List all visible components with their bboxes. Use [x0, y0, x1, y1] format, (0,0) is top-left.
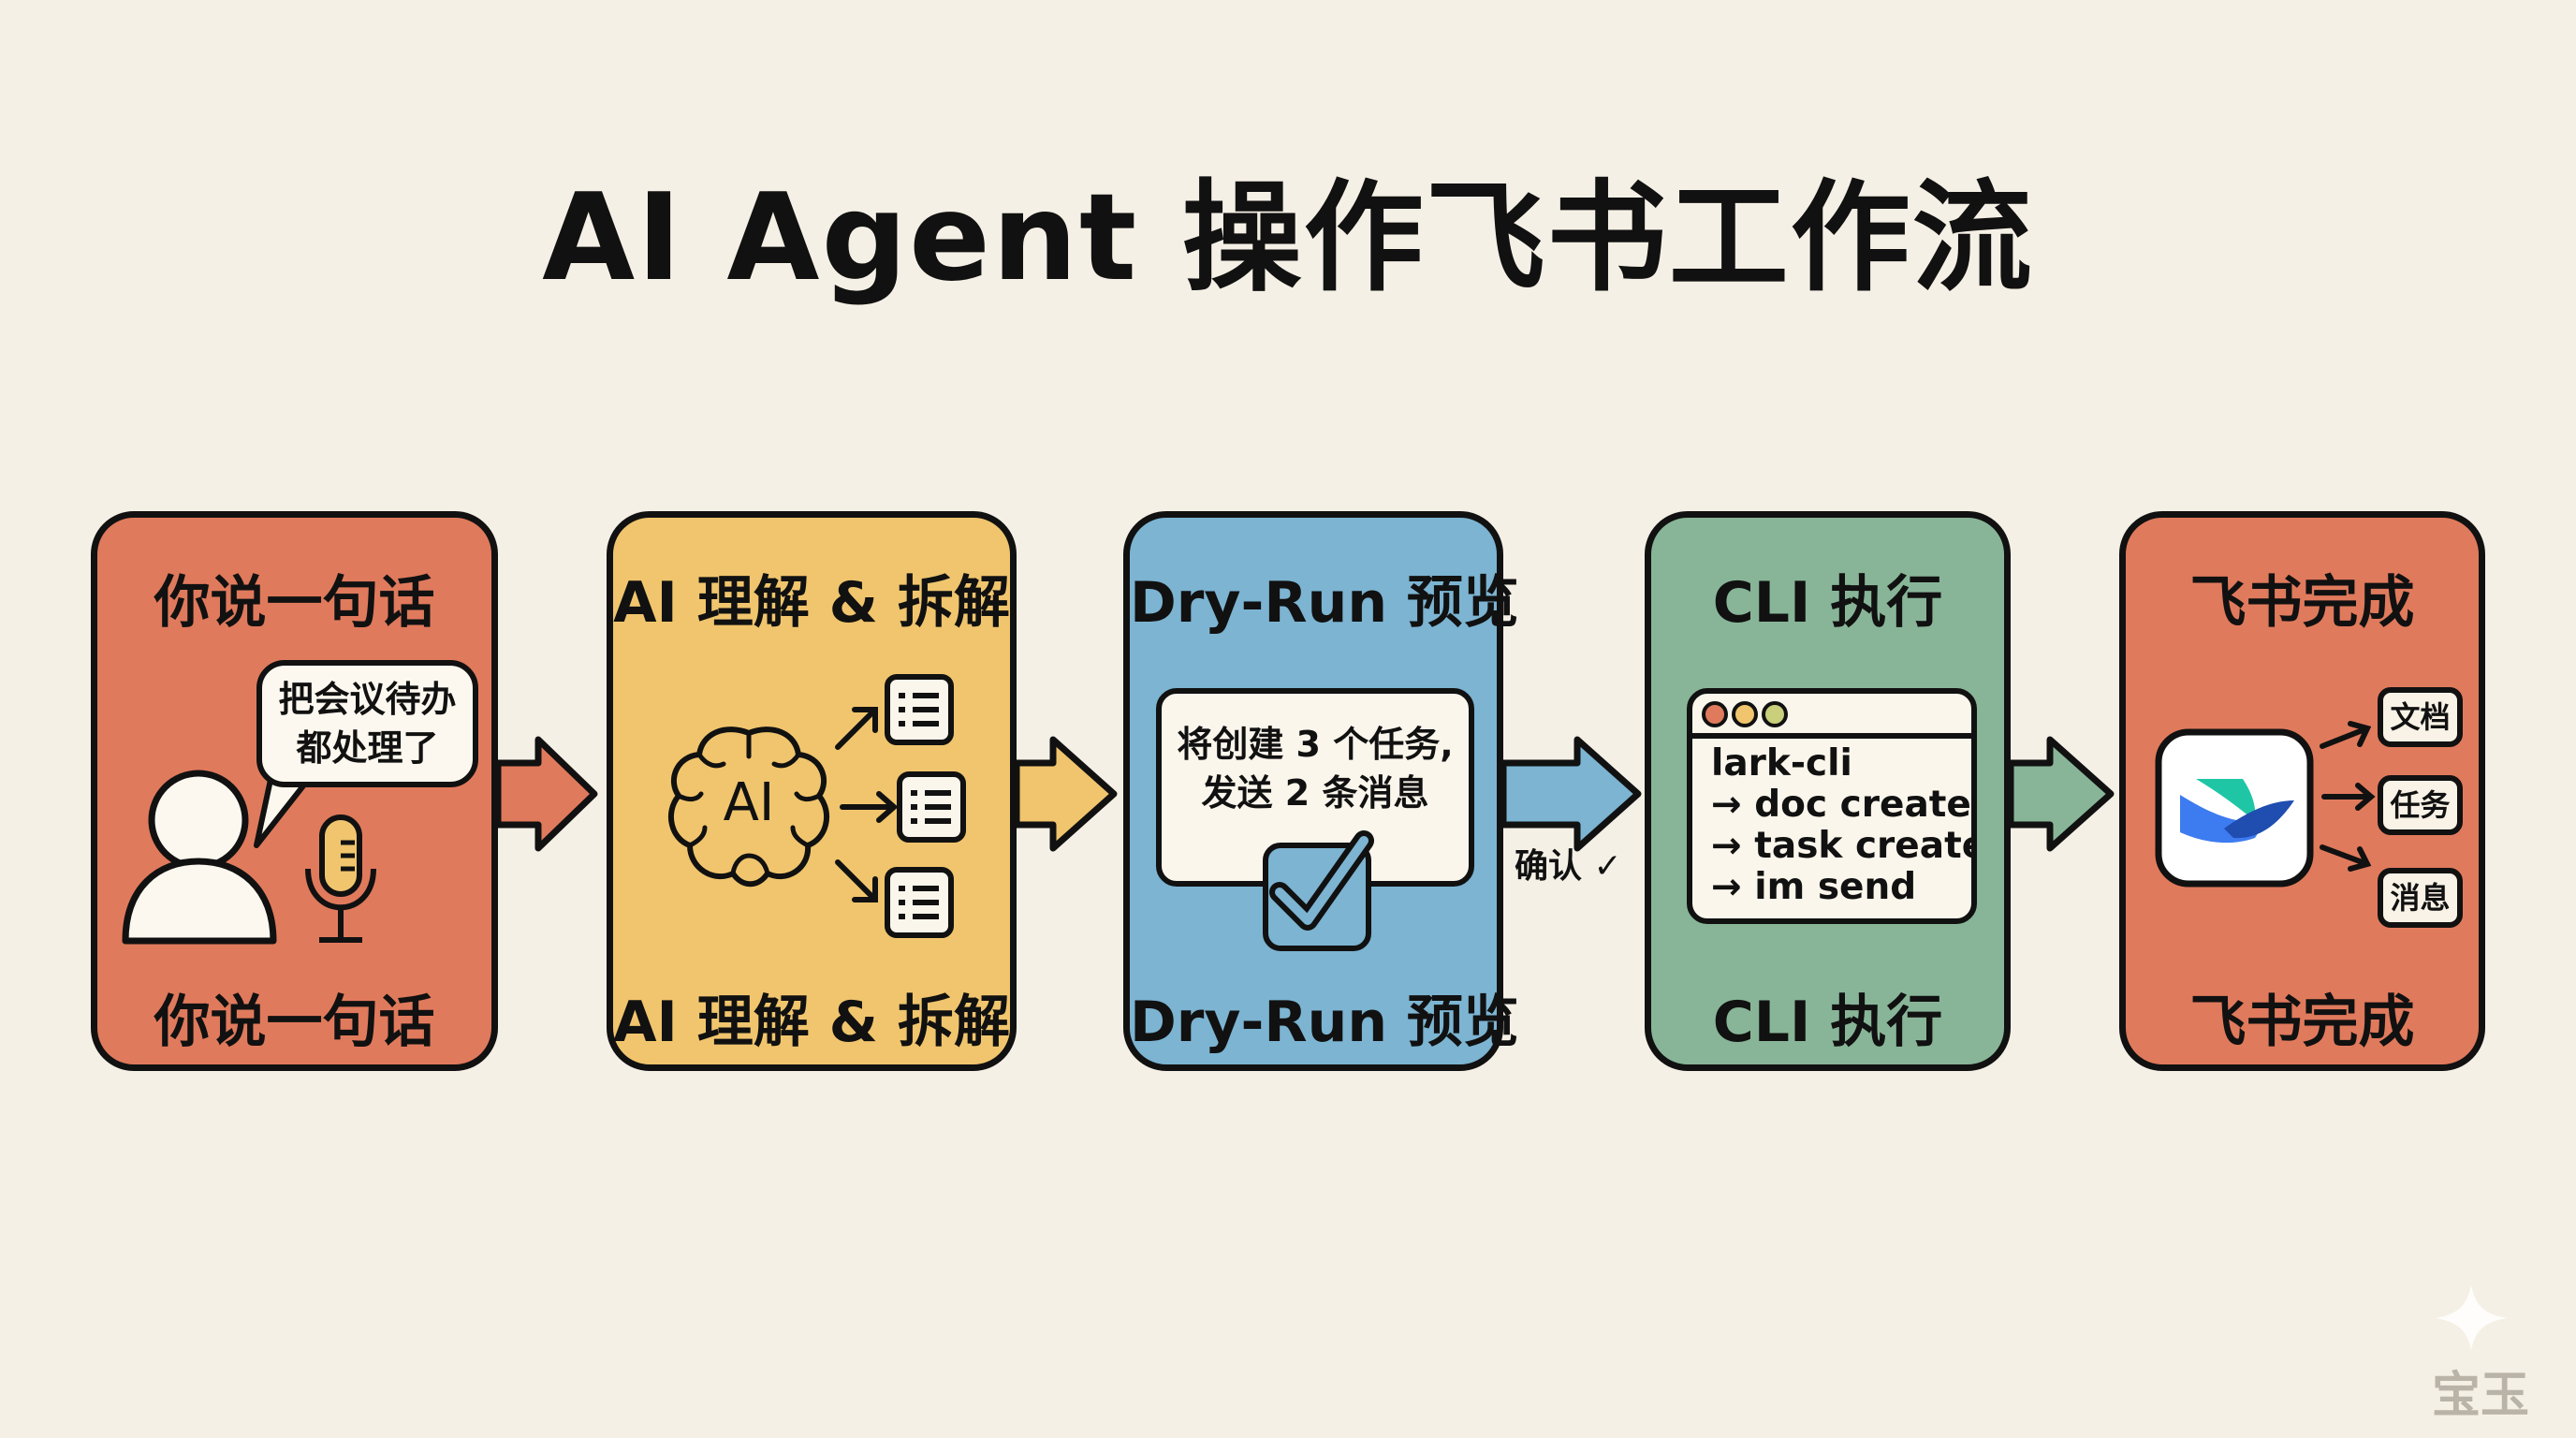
arrow-right-icon [2321, 783, 2376, 811]
step-label: CLI 执行 [1712, 990, 1943, 1055]
sparkle-icon [2436, 1284, 2507, 1351]
preview-line: 将创建 3 个任务, [1177, 724, 1454, 765]
window-dot-icon [1762, 701, 1788, 727]
feishu-logo-icon [2155, 728, 2314, 888]
terminal-line: lark-cli [1711, 742, 1852, 785]
step-title: Dry-Run 预览 [1130, 570, 1519, 636]
step-title: CLI 执行 [1712, 570, 1943, 636]
terminal-window-icon: lark-cli → doc create → task create → im… [1687, 688, 1977, 924]
bubble-line: 把会议待办 [278, 679, 457, 720]
arrow-4-icon [2007, 736, 2115, 852]
person-icon [122, 770, 277, 945]
step-panel-cli: CLI 执行 lark-cli → doc create → task crea… [1645, 511, 2011, 1071]
decompose-arrows [835, 674, 966, 938]
brain-icon [668, 726, 829, 888]
step-title: 你说一句话 [154, 570, 435, 636]
output-tag-message: 消息 [2378, 868, 2463, 928]
step-label: 你说一句话 [154, 990, 435, 1055]
output-arrows [2320, 721, 2376, 872]
preview-line: 发送 2 条消息 [1201, 772, 1429, 814]
arrow-1-icon [494, 736, 598, 852]
step-panel-speak: 你说一句话 把会议待办 都处理了 你说一句话 [91, 511, 498, 1071]
window-dot-icon [1702, 701, 1728, 727]
step-panel-understand: AI 理解 & 拆解 AI AI 理解 & 拆解 [607, 511, 1017, 1071]
step-label: 飞书完成 [2189, 990, 2415, 1055]
list-icon [885, 867, 954, 938]
step-title: AI 理解 & 拆解 [613, 570, 1010, 636]
list-icon [885, 674, 954, 745]
window-dot-icon [1732, 701, 1758, 727]
step-label: AI 理解 & 拆解 [613, 990, 1010, 1055]
list-icon [897, 771, 966, 843]
page-title: AI Agent 操作飞书工作流 [542, 169, 2034, 308]
brain-label: AI [723, 772, 775, 833]
arrow-down-icon [835, 859, 878, 902]
terminal-line: → im send [1711, 866, 1917, 908]
arrow-2-icon [1013, 736, 1118, 852]
terminal-titlebar [1692, 694, 1971, 739]
checkbox-checked-icon [1263, 830, 1374, 951]
output-tag-doc: 文档 [2378, 687, 2463, 747]
step-panel-feishu: 飞书完成 文档 任务 消息 飞书完成 [2119, 511, 2485, 1071]
terminal-line: → doc create [1711, 784, 1971, 826]
bubble-line: 都处理了 [296, 727, 439, 769]
terminal-line: → task create [1711, 825, 1977, 867]
microphone-icon [305, 814, 376, 943]
arrow-up-icon [835, 707, 878, 750]
step-title: 飞书完成 [2189, 570, 2415, 636]
step-panel-dry-run: Dry-Run 预览 将创建 3 个任务, 发送 2 条消息 Dry-Run 预… [1123, 511, 1519, 1071]
output-tag-task: 任务 [2378, 775, 2463, 835]
arrow-right-icon [840, 791, 899, 823]
arrow-up-icon [2320, 721, 2372, 749]
speech-bubble: 把会议待办 都处理了 [256, 660, 478, 787]
watermark: 宝玉 [2432, 1368, 2530, 1424]
confirm-label: 确认 ✓ [1515, 847, 1622, 886]
arrow-3-icon [1500, 736, 1642, 852]
arrow-down-icon [2320, 844, 2372, 872]
step-label: Dry-Run 预览 [1130, 990, 1519, 1055]
